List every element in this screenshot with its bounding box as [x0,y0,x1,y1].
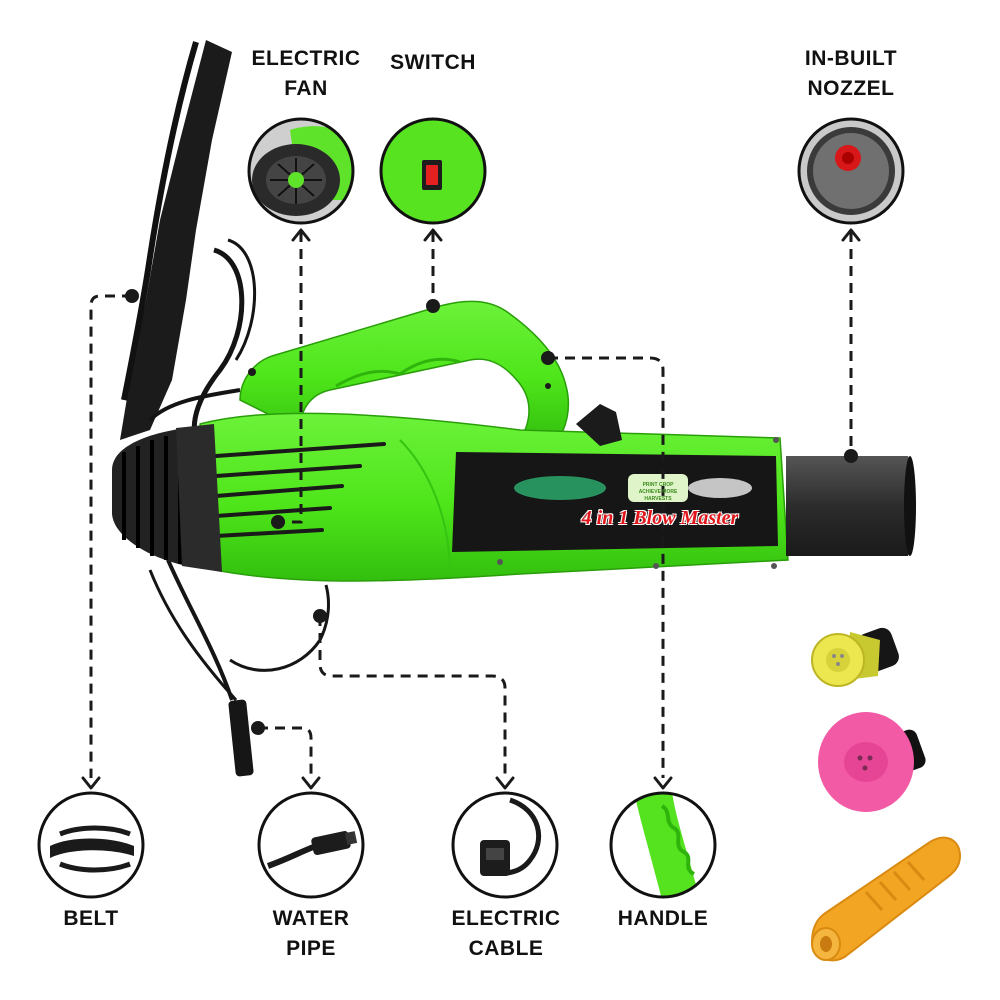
detail-circle-electric-cable [451,791,559,899]
detail-circle-water-pipe [257,791,365,899]
callout-dots [125,289,858,735]
nozzle-accessory-yellow [811,627,899,687]
label-switch: SWITCH [390,51,476,74]
label-water-pipe: WATER PIPE [272,907,350,960]
brand-badge: PRINT CROP ACHIEVE MORE HARVESTS [632,476,684,506]
detail-circle-handle [609,791,717,899]
callout-lines [89,232,853,778]
nozzle-tube [786,456,916,556]
brand-badge-top: PRINT CROP [642,482,674,488]
nozzle-accessory-orange [810,836,962,962]
detail-circle-electric-fan [247,117,355,225]
brand-badge-bottom: ACHIEVE MORE HARVESTS [638,489,678,502]
label-nozzle: IN-BUILT NOZZEL [804,47,898,100]
label-belt: BELT [63,907,119,930]
fan-intake [112,424,222,572]
detail-circle-nozzle [797,117,905,225]
label-electric-cable: ELECTRIC CABLE [451,907,561,960]
cables [148,559,330,777]
blower-body [199,300,789,582]
label-electric-fan: ELECTRIC FAN [251,47,361,100]
detail-circle-switch [379,117,487,225]
shoulder-belt [120,40,257,441]
label-handle: HANDLE [617,907,709,930]
nozzle-accessory-pink [818,712,926,812]
vent-slots [214,442,386,538]
detail-circle-belt [37,791,145,899]
callout-arrowheads [81,228,861,790]
product-name: 4 in 1 Blow Master [581,507,739,529]
